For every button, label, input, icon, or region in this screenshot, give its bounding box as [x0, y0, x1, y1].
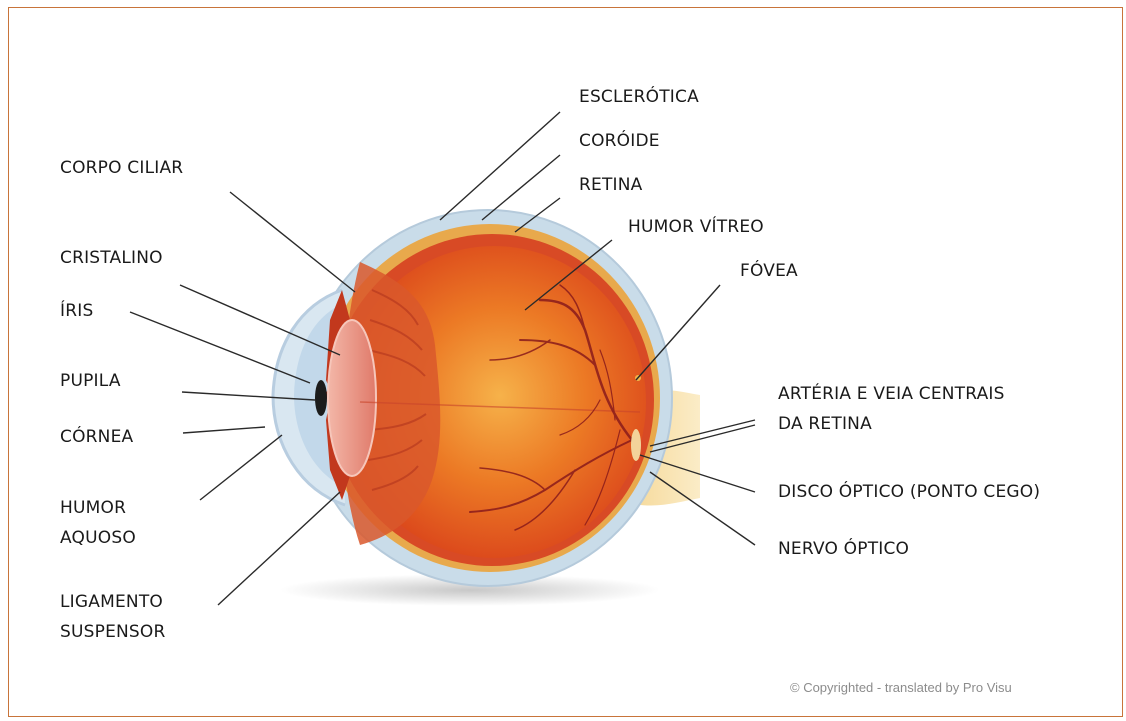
- optic-disc: [631, 429, 641, 461]
- label-retina: RETINA: [579, 170, 643, 200]
- copyright-credit: © Copyrighted - translated by Pro Visu: [790, 680, 1012, 695]
- label-pupila: PUPILA: [60, 366, 121, 396]
- label-humor-vitreo: HUMOR VÍTREO: [628, 212, 764, 242]
- label-humor-aquoso-1: HUMOR: [60, 493, 126, 523]
- label-ligamento-1: LIGAMENTO: [60, 587, 163, 617]
- label-coroide: CORÓIDE: [579, 126, 660, 156]
- label-arteria-1: ARTÉRIA E VEIA CENTRAIS: [778, 379, 1005, 409]
- label-disco-optico: DISCO ÓPTICO (PONTO CEGO): [778, 477, 1040, 507]
- lens: [328, 320, 376, 476]
- label-cristalino: CRISTALINO: [60, 243, 163, 273]
- label-fovea: FÓVEA: [740, 256, 798, 286]
- label-cornea: CÓRNEA: [60, 422, 133, 452]
- label-corpo-ciliar: CORPO CILIAR: [60, 153, 183, 183]
- pupil: [315, 380, 327, 416]
- label-humor-aquoso-2: AQUOSO: [60, 523, 136, 553]
- label-arteria-2: DA RETINA: [778, 409, 872, 439]
- label-nervo-optico: NERVO ÓPTICO: [778, 534, 909, 564]
- label-ligamento-2: SUSPENSOR: [60, 617, 166, 647]
- label-esclerotica: ESCLERÓTICA: [579, 82, 699, 112]
- label-iris: ÍRIS: [60, 296, 93, 326]
